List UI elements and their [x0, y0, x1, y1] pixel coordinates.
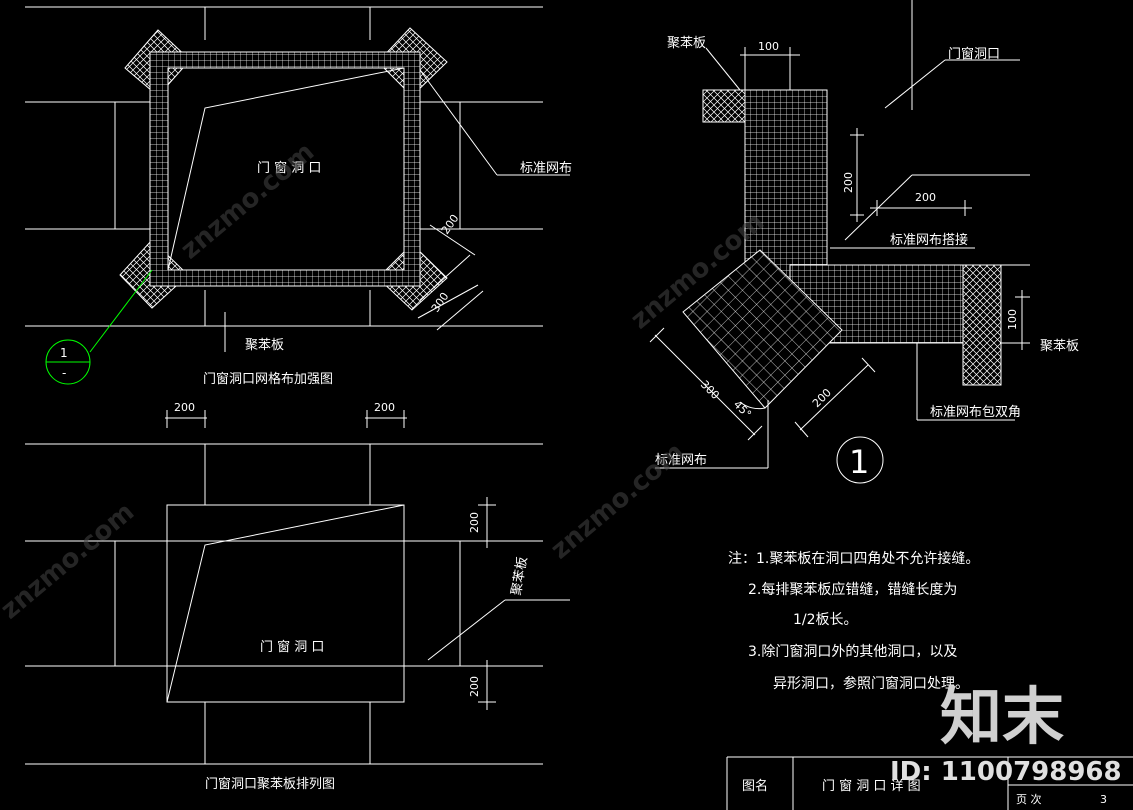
note-line-3: 1/2板长。 — [793, 612, 858, 628]
board-label-top: 聚苯板 — [245, 338, 284, 353]
detail-mesh-lap-label: 标准网布搭接 — [890, 232, 968, 248]
detail-dim-100-right: 100 — [1006, 309, 1019, 330]
dim-top-left: 200 — [174, 401, 195, 414]
notes-block: 注：1.聚苯板在洞口四角处不允许接缝。 2.每排聚苯板应错缝，错缝长度为 1/2… — [728, 550, 979, 692]
dim-right-lower: 200 — [468, 676, 481, 697]
watermark-layer: znzmo.com znzmo.com znzmo.com znzmo.com — [0, 137, 770, 625]
dim-right-upper: 200 — [468, 512, 481, 533]
opening-label-bottom: 门 窗 洞 口 — [260, 639, 324, 655]
callout-sheet: - — [62, 366, 66, 380]
title-board-arrangement: 门窗洞口聚苯板排列图 — [205, 776, 335, 792]
watermark-logo: 知末 — [940, 680, 1064, 753]
title-mesh-reinforcement: 门窗洞口网格布加强图 — [203, 371, 333, 387]
board-label-bottom: 聚苯板 — [509, 556, 531, 597]
view-corner-detail — [649, 0, 1030, 484]
detail-opening-label: 门窗洞口 — [948, 46, 1000, 62]
title-block — [726, 756, 1133, 810]
detail-dim-200-vert: 200 — [842, 172, 855, 193]
detail-number: 1 — [849, 443, 869, 481]
dim-top-right: 200 — [374, 401, 395, 414]
watermark-site-1: znzmo.com — [175, 137, 320, 265]
dim-diagonal-b: 300 — [429, 290, 452, 315]
title-block-name-label: 图名 — [742, 778, 768, 794]
note-line-5: 异形洞口，参照门窗洞口处理。 — [773, 675, 969, 692]
detail-mesh-wrap-label: 标准网布包双角 — [930, 405, 1021, 420]
note-line-4: 3.除门窗洞口外的其他洞口，以及 — [748, 643, 957, 660]
detail-board-label-top: 聚苯板 — [667, 36, 706, 51]
watermark-id: ID: 1100798968 — [890, 757, 1122, 787]
title-block-name-value: 门 窗 洞 口 详 图 — [822, 778, 921, 794]
detail-board-label-right: 聚苯板 — [1040, 339, 1079, 354]
mesh-label-top: 标准网布 — [520, 161, 572, 176]
detail-dim-100-top: 100 — [758, 40, 779, 53]
detail-dim-200-diag: 200 — [810, 386, 834, 410]
view-mesh-reinforcement — [25, 6, 570, 385]
watermark-site-3: znzmo.com — [545, 437, 690, 565]
opening-label-top: 门 窗 洞 口 — [257, 160, 321, 176]
title-block-page-value: 3 — [1100, 793, 1107, 806]
detail-angle-45: 45° — [731, 398, 754, 421]
detail-dim-200-horiz: 200 — [915, 191, 936, 204]
view-board-arrangement — [25, 410, 570, 765]
callout-number: 1 — [60, 346, 68, 360]
title-block-page-label: 页 次 — [1016, 792, 1042, 806]
detail-mesh-label: 标准网布 — [655, 453, 707, 468]
note-line-1: 注：1.聚苯板在洞口四角处不允许接缝。 — [728, 550, 979, 567]
note-line-2: 2.每排聚苯板应错缝，错缝长度为 — [748, 581, 957, 598]
watermark-site-2: znzmo.com — [0, 497, 140, 625]
